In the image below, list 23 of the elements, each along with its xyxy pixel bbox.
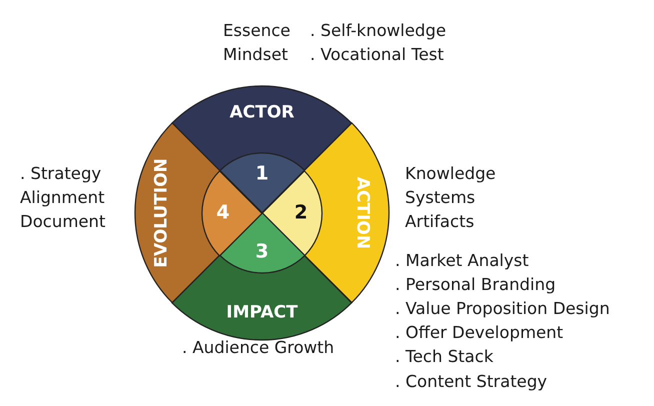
text-label: Knowledge bbox=[405, 163, 496, 185]
text-label: . Vocational Test bbox=[310, 44, 444, 66]
segment-title: ACTOR bbox=[230, 104, 294, 122]
segment-title: EVOLUTION bbox=[154, 158, 170, 268]
text-label: Systems bbox=[405, 187, 476, 209]
segment-number: 2 bbox=[294, 203, 308, 222]
text-label: Artifacts bbox=[405, 211, 474, 233]
segment-number: 1 bbox=[255, 164, 269, 184]
segment-number: 4 bbox=[216, 203, 230, 222]
text-label: Essence bbox=[223, 20, 290, 42]
text-label: . Content Strategy bbox=[395, 371, 548, 393]
segment-title: ACTION bbox=[354, 176, 370, 250]
text-label: . Offer Development bbox=[395, 322, 564, 344]
segment-number: 3 bbox=[255, 242, 269, 262]
text-label: . Value Proposition Design bbox=[395, 298, 610, 320]
text-label: Mindset bbox=[223, 44, 288, 66]
text-label: . Personal Branding bbox=[395, 274, 556, 296]
segment-title: IMPACT bbox=[226, 304, 298, 322]
text-label: . Tech Stack bbox=[395, 346, 494, 368]
text-label: . Self-knowledge bbox=[310, 20, 446, 42]
text-label: . Market Analyst bbox=[395, 250, 529, 272]
text-label: . Strategy Alignment Document bbox=[20, 163, 106, 233]
text-label: . Audience Growth bbox=[182, 337, 334, 359]
